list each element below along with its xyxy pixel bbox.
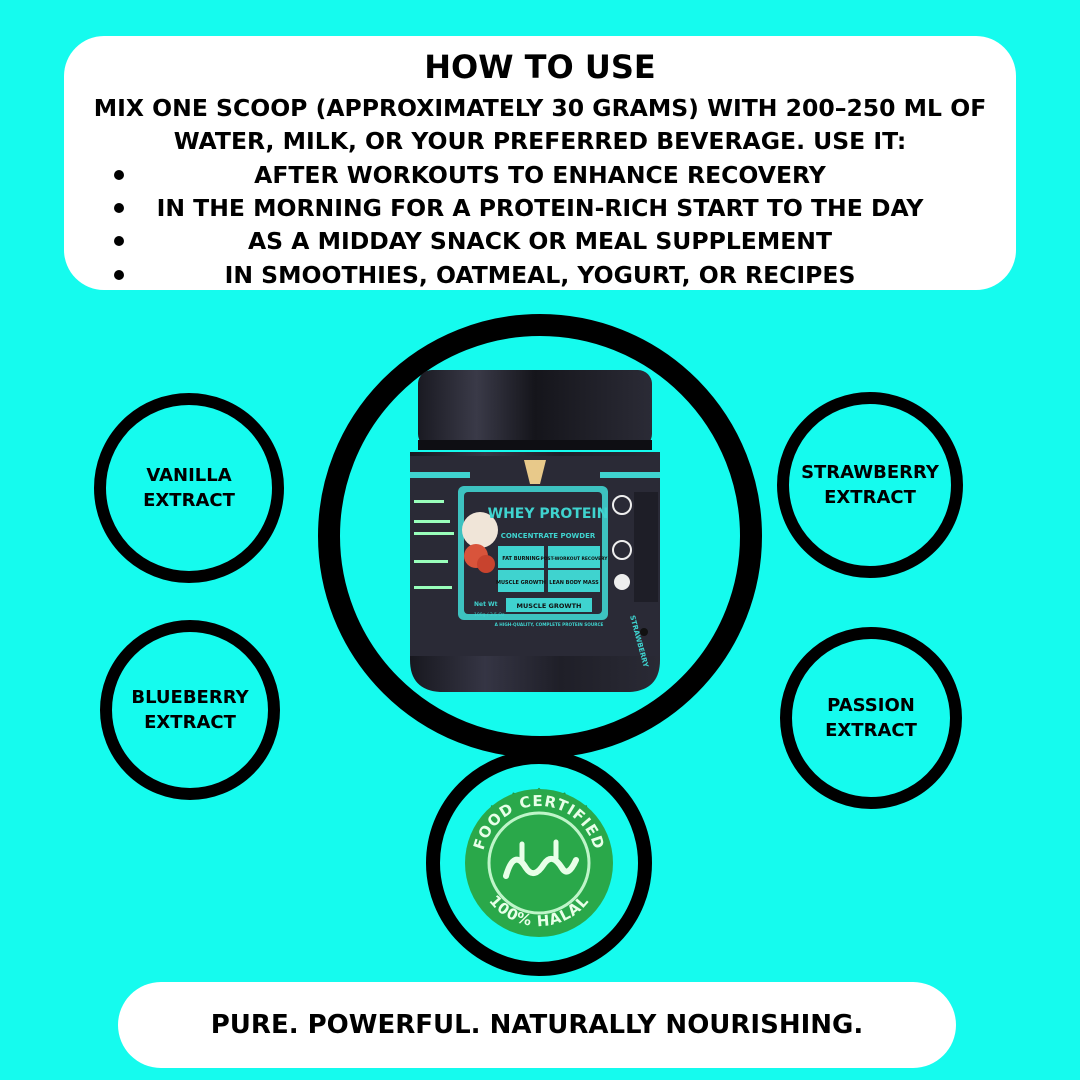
bullet-dot-icon: [114, 203, 124, 213]
strawberry-extract-ring: STRAWBERRY EXTRACT: [777, 392, 963, 578]
passion-extract-label: PASSION EXTRACT: [825, 695, 917, 741]
benefit-label: MUSCLE GROWTH: [496, 580, 546, 586]
usage-bullet-text: IN SMOOTHIES, OATMEAL, YOGURT, OR RECIPE…: [224, 261, 856, 289]
product-name: WHEY PROTEIN: [488, 506, 609, 522]
usage-bullet: IN THE MORNING FOR A PROTEIN-RICH START …: [64, 191, 1016, 225]
protein-jar-image: WHEY PROTEIN CONCENTRATE POWDER FAT BURN…: [410, 370, 660, 692]
how-to-use-title: HOW TO USE: [424, 48, 656, 86]
usage-bullet: AFTER WORKOUTS TO ENHANCE RECOVERY: [64, 158, 1016, 192]
usage-bullet-text: AFTER WORKOUTS TO ENHANCE RECOVERY: [254, 161, 826, 189]
usage-bullet: AS A MIDDAY SNACK OR MEAL SUPPLEMENT: [64, 224, 1016, 258]
usage-bullet-text: IN THE MORNING FOR A PROTEIN-RICH START …: [156, 194, 924, 222]
benefit-label: FAT BURNING: [502, 556, 540, 562]
vanilla-extract-ring: VANILLA EXTRACT: [94, 393, 284, 583]
net-weight-label: Net Wt: [474, 601, 498, 608]
halal-badge-ring: FOOD CERTIFIED 100% HALAL: [426, 750, 652, 976]
usage-bullet-text: AS A MIDDAY SNACK OR MEAL SUPPLEMENT: [247, 227, 832, 255]
bullet-dot-icon: [114, 236, 124, 246]
vanilla-extract-label: VANILLA EXTRACT: [143, 465, 235, 511]
how-to-use-card: HOW TO USE MIX ONE SCOOP (APPROXIMATELY …: [64, 36, 1016, 290]
benefit-label: LEAN BODY MASS: [549, 580, 599, 586]
blueberry-extract-label: BLUEBERRY EXTRACT: [131, 687, 249, 733]
tagline-card: PURE. POWERFUL. NATURALLY NOURISHING.: [118, 982, 956, 1068]
strawberry-extract-label: STRAWBERRY EXTRACT: [801, 462, 939, 508]
tagline-text: PURE. POWERFUL. NATURALLY NOURISHING.: [210, 1010, 864, 1040]
blueberry-extract-ring: BLUEBERRY EXTRACT: [100, 620, 280, 800]
net-weight-value: 100g / 3.5 Oz: [474, 612, 505, 618]
protein-source-line: A HIGH-QUALITY, COMPLETE PROTEIN SOURCE: [495, 622, 604, 627]
product-subtitle: CONCENTRATE POWDER: [501, 532, 596, 540]
highlight-label: MUSCLE GROWTH: [517, 602, 582, 610]
how-to-use-intro: MIX ONE SCOOP (APPROXIMATELY 30 GRAMS) W…: [93, 94, 987, 155]
benefit-label: POST-WORKOUT RECOVERY: [540, 556, 608, 562]
bullet-dot-icon: [114, 170, 124, 180]
passion-extract-ring: PASSION EXTRACT: [780, 627, 962, 809]
bullet-dot-icon: [114, 270, 124, 280]
halal-certified-seal: FOOD CERTIFIED 100% HALAL: [465, 787, 613, 937]
usage-bullet: IN SMOOTHIES, OATMEAL, YOGURT, OR RECIPE…: [64, 258, 1016, 292]
